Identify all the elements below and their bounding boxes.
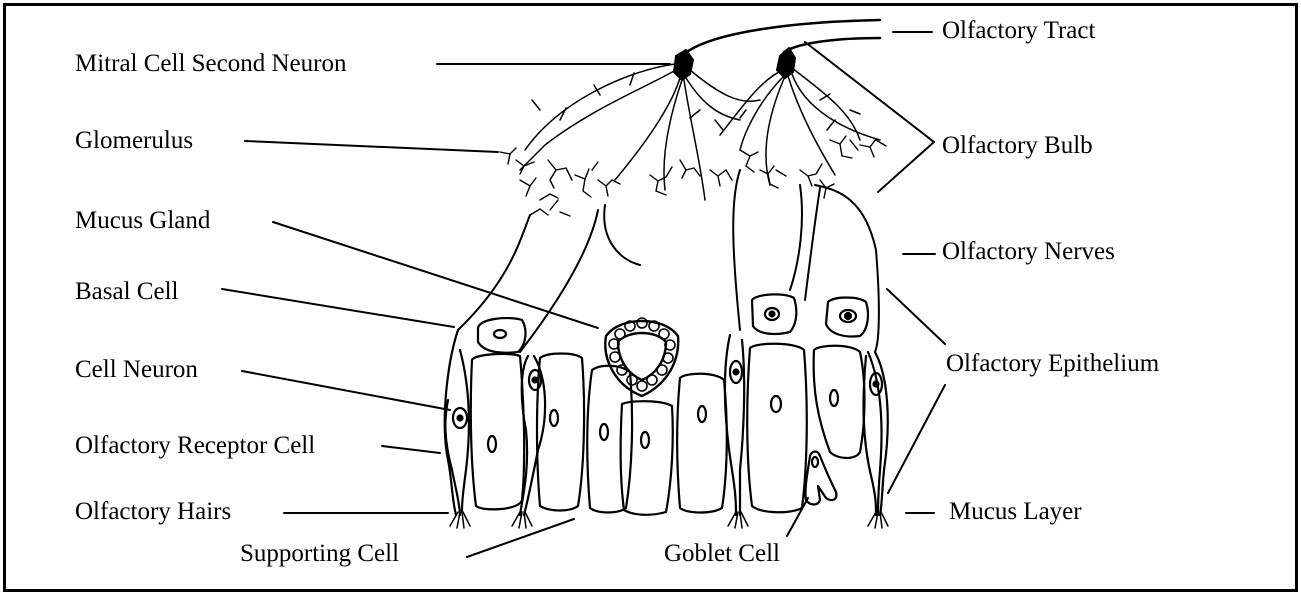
basal-cells (478, 294, 868, 352)
label-cell-neuron: Cell Neuron (75, 356, 198, 384)
label-goblet-cell: Goblet Cell (664, 540, 780, 568)
olfactory-tract (680, 20, 880, 58)
receptor-cells (445, 335, 882, 515)
label-mitral-cell: Mitral Cell Second Neuron (75, 50, 346, 78)
olfactory-nerves (458, 170, 879, 352)
label-basal-cell: Basal Cell (75, 278, 178, 306)
label-supporting-cell: Supporting Cell (240, 540, 399, 568)
label-olfactory-hairs: Olfactory Hairs (75, 498, 231, 526)
mucus-gland (605, 318, 678, 396)
goblet-cell (805, 452, 836, 505)
olfactory-hairs (450, 512, 888, 528)
label-receptor-cell: Olfactory Receptor Cell (75, 432, 315, 460)
label-glomerulus: Glomerulus (75, 127, 193, 155)
label-mucus-layer: Mucus Layer (949, 498, 1082, 526)
glomeruli (500, 136, 886, 216)
label-mucus-gland: Mucus Gland (75, 207, 210, 235)
label-olfactory-bulb: Olfactory Bulb (942, 132, 1093, 160)
label-olfactory-nerves: Olfactory Nerves (942, 238, 1115, 266)
mitral-dendrites (520, 64, 880, 200)
label-olfactory-epithelium: Olfactory Epithelium (946, 350, 1159, 378)
leader-lines (222, 32, 945, 557)
mitral-cell-bodies (674, 48, 795, 80)
label-olfactory-tract: Olfactory Tract (942, 17, 1095, 45)
